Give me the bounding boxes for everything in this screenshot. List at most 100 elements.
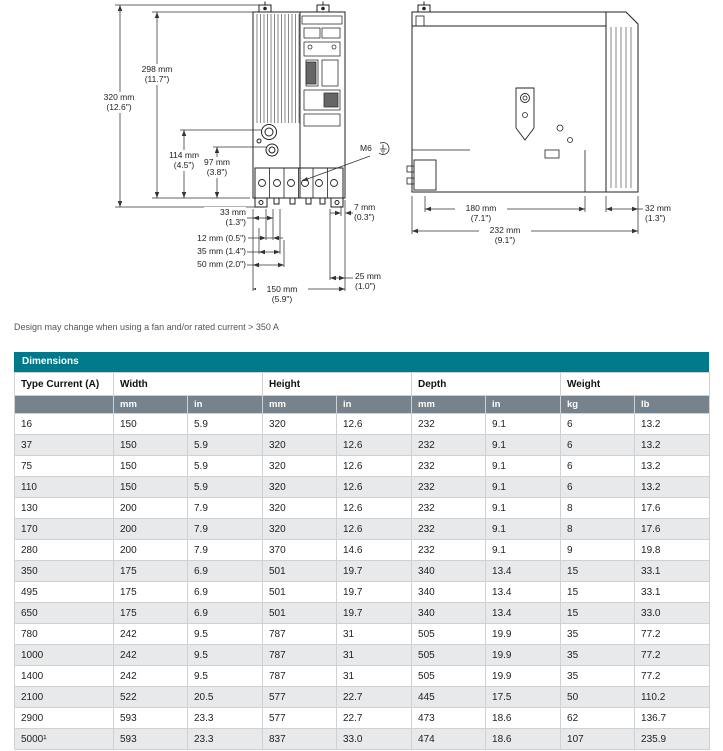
dimension-value-cell: 17.6 [634,497,711,519]
dimension-value-cell: 31 [335,644,413,666]
dimension-value-cell: 15 [560,581,636,603]
dimension-value-cell: 150 [113,476,188,498]
dimension-value-cell: 9.1 [485,539,562,561]
dimension-value-cell: 320 [262,434,337,456]
table-subheader-row: mm in mm in mm in kg lb [14,395,711,414]
column-header-height: Height [261,372,413,396]
dimension-value-cell: 6.9 [187,581,263,603]
dimension-value-cell: 13.4 [485,581,562,603]
dimension-value-cell: 7.9 [187,518,263,540]
dimension-value-cell: 9.5 [187,623,263,645]
dimension-value-cell: 320 [262,518,337,540]
dimension-value-cell: 501 [262,602,337,624]
dimension-value-cell: 136.7 [634,707,711,729]
dimension-value-cell: 15 [560,602,636,624]
dimension-value-cell: 5.9 [187,476,263,498]
type-current-cell: 75 [14,455,114,477]
type-current-cell: 2100 [14,686,114,708]
type-current-cell: 280 [14,539,114,561]
dimension-value-cell: 232 [411,518,487,540]
dimension-value-cell: 320 [262,455,337,477]
dimension-value-cell: 340 [411,602,487,624]
dimension-value-cell: 593 [113,728,188,750]
dimension-value-cell: 577 [262,707,337,729]
dimension-value-cell: 175 [113,560,188,582]
dimension-value-cell: 12.6 [335,413,413,435]
dimension-value-cell: 19.7 [335,560,413,582]
dimension-value-cell: 12.6 [335,476,413,498]
column-header-width: Width [113,372,263,396]
dimension-value-cell: 6.9 [187,602,263,624]
side-view-drawing [406,1,639,193]
dimensions-table: Dimensions Type Current (A) Width Height… [14,352,711,750]
subheader-empty [14,395,114,414]
type-current-cell: 495 [14,581,114,603]
dimensions-data-table: Type Current (A) Width Height Depth Weig… [14,372,711,750]
type-current-cell: 2900 [14,707,114,729]
dimension-value-cell: 31 [335,623,413,645]
dimension-value-cell: 20.5 [187,686,263,708]
dimension-value-cell: 232 [411,434,487,456]
dimension-value-cell: 200 [113,539,188,561]
dimension-value-cell: 35 [560,623,636,645]
type-current-cell: 5000¹ [14,728,114,750]
dimension-value-cell: 150 [113,413,188,435]
dimension-value-cell: 7.9 [187,497,263,519]
dimension-value-cell: 370 [262,539,337,561]
dimension-value-cell: 505 [411,644,487,666]
dimension-value-cell: 13.4 [485,560,562,582]
dimension-value-cell: 77.2 [634,644,711,666]
side-view-dimension-arrows [412,206,638,234]
dimension-value-cell: 150 [113,455,188,477]
dimension-value-cell: 9.1 [485,455,562,477]
dimension-value-cell: 23.3 [187,728,263,750]
dim-label-12: 12 mm (0.5") [180,233,246,244]
type-current-cell: 350 [14,560,114,582]
subheader-height-mm: mm [262,395,337,414]
dimension-value-cell: 19.9 [485,623,562,645]
dimension-value-cell: 232 [411,476,487,498]
dimension-value-cell: 33.1 [634,560,711,582]
dimension-value-cell: 13.4 [485,602,562,624]
dimension-value-cell: 9.1 [485,518,562,540]
dimension-value-cell: 837 [262,728,337,750]
dimension-value-cell: 23.3 [187,707,263,729]
subheader-weight-lb: lb [634,395,711,414]
column-header-type-current: Type Current (A) [14,372,114,396]
dimension-value-cell: 232 [411,413,487,435]
dimension-value-cell: 5.9 [187,455,263,477]
dim-label-35: 35 mm (1.4") [180,246,246,257]
dimension-value-cell: 505 [411,665,487,687]
dimension-value-cell: 14.6 [335,539,413,561]
type-current-cell: 170 [14,518,114,540]
dimension-value-cell: 474 [411,728,487,750]
dimension-value-cell: 6 [560,434,636,456]
dimension-value-cell: 242 [113,623,188,645]
dimension-value-cell: 577 [262,686,337,708]
subheader-height-in: in [335,395,413,414]
dimension-value-cell: 501 [262,560,337,582]
dimension-value-cell: 9.5 [187,644,263,666]
dimension-value-cell: 232 [411,455,487,477]
dimension-value-cell: 9.1 [485,434,562,456]
table-header-row: Type Current (A) Width Height Depth Weig… [14,372,711,396]
dimension-value-cell: 522 [113,686,188,708]
dimension-value-cell: 320 [262,476,337,498]
dimension-value-cell: 340 [411,581,487,603]
dimension-value-cell: 242 [113,665,188,687]
dimension-value-cell: 15 [560,560,636,582]
dimension-value-cell: 35 [560,644,636,666]
dimension-value-cell: 22.7 [335,686,413,708]
front-view-drawing [252,1,346,208]
dim-label-32: 32 mm (1.3") [645,203,685,224]
subheader-depth-in: in [485,395,562,414]
